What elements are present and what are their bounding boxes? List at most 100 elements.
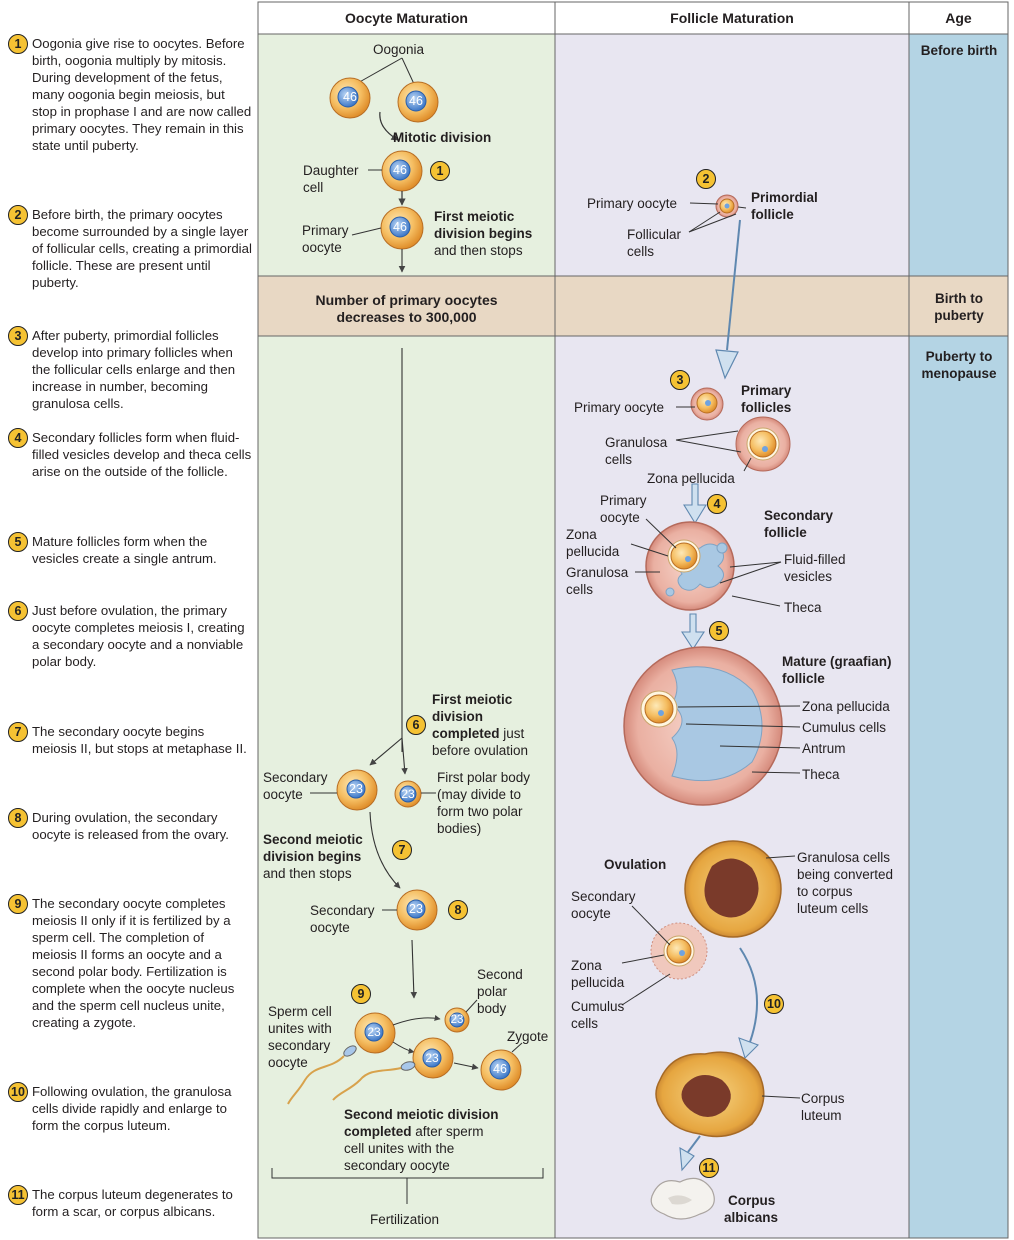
secondary-follicle-label-1: Secondary	[764, 508, 834, 523]
step-1-badge: 1	[8, 34, 28, 54]
step-11-badge: 11	[8, 1185, 28, 1205]
sperm-label-4: oocyte	[268, 1055, 308, 1070]
secondary-granulosa-label-2: cells	[566, 582, 594, 597]
diagram-badge-3: 3	[670, 370, 690, 390]
follicular-cells-label-2: cells	[627, 244, 655, 259]
secondary-oocyte-1-chromosomes: 23	[349, 782, 363, 796]
step-6-text: Just before ovulation, the primary oocyt…	[32, 603, 245, 669]
step-11-text: The corpus luteum degenerates to form a …	[32, 1187, 233, 1219]
secondary-primary-label-1: Primary	[600, 493, 647, 508]
second-polar-body-2: polar	[477, 984, 508, 999]
mature-follicle-label-2: follicle	[782, 671, 825, 686]
secondary-follicle	[645, 521, 735, 611]
first-polar-body	[394, 780, 422, 808]
age-puberty-to-menopause: Puberty to menopause	[921, 349, 997, 381]
diagram-badge-9: 9	[351, 984, 371, 1004]
secondary-zona-label-2: pellucida	[566, 544, 620, 559]
second-polar-body-chromosomes: 23	[450, 1014, 464, 1026]
oocyte-with-sperm-cell	[412, 1037, 454, 1079]
granulosa-cells-label-1: Granulosa	[605, 435, 668, 450]
secondary-oocyte-2-chromosomes: 23	[409, 902, 423, 916]
corpus-luteum-label-2: luteum	[801, 1108, 842, 1123]
step-8-badge: 8	[8, 808, 28, 828]
secondary-granulosa-label-1: Granulosa	[566, 565, 629, 580]
follicle-maturation-header: Follicle Maturation	[670, 10, 794, 26]
first-polar-body-2: (may divide to	[437, 787, 522, 802]
second-meiotic-completed-1: Second meiotic division	[344, 1107, 499, 1122]
ruptured-follicle	[684, 840, 782, 938]
step-9-text: The secondary oocyte completes meiosis I…	[32, 896, 235, 1030]
daughter-cell-chromosomes: 46	[393, 163, 407, 177]
first-meiotic-completed-3: completed just	[432, 725, 524, 742]
diagram-badge-5: 5	[709, 621, 729, 641]
first-meiotic-begins-3: and then stops	[434, 243, 523, 258]
ovulation-zona-label-1: Zona	[571, 958, 602, 973]
first-polar-body-3: form two polar	[437, 804, 523, 819]
sperm-label-2: unites with	[268, 1021, 332, 1036]
sperm-label-3: secondary	[268, 1038, 331, 1053]
corpus-albicans	[650, 1177, 715, 1220]
secondary-follicle-label-2: follicle	[764, 525, 807, 540]
second-meiotic-completed-2: completed after sperm	[344, 1123, 484, 1140]
diagram-badge-1: 1	[430, 161, 450, 181]
age-birth-to-puberty: Birth to puberty	[934, 291, 984, 323]
daughter-cell	[381, 150, 423, 192]
step-9-badge: 9	[8, 894, 28, 914]
ovulation-cumulus-label-2: cells	[571, 1016, 599, 1031]
secondary-zona-label-1: Zona	[566, 527, 597, 542]
follicular-cells-label-1: Follicular	[627, 227, 682, 242]
first-polar-body-1: First polar body	[437, 770, 531, 785]
second-meiotic-completed-after: after sperm	[411, 1124, 484, 1139]
oogonium-cell-right	[397, 81, 439, 123]
second-meiotic-begins-1: Second meiotic	[263, 832, 363, 847]
first-meiotic-completed-just: just	[499, 726, 525, 741]
first-meiotic-begins-2: division begins	[434, 226, 533, 241]
second-polar-body	[444, 1007, 470, 1033]
sperm-cell-1	[287, 1045, 357, 1105]
mature-follicle-label-1: Mature (graafian)	[782, 654, 892, 669]
secondary-oocyte-label-1a: Secondary	[263, 770, 328, 785]
zygote-chromosomes: 46	[493, 1062, 507, 1076]
granulosa-converted-3: to corpus	[797, 884, 853, 899]
oogonia-label: Oogonia	[373, 42, 425, 57]
second-meiotic-begins-2: division begins	[263, 849, 362, 864]
sperm-cell-2	[332, 1061, 416, 1101]
cell-label: cell	[303, 180, 324, 195]
secondary-oocyte-cell-2	[396, 889, 438, 931]
second-meiotic-completed-3: cell unites with the	[344, 1141, 455, 1156]
step-6-badge: 6	[8, 601, 28, 621]
step-10-text: Following ovulation, the granulosa cells…	[32, 1084, 232, 1133]
ovulation-cumulus-label-1: Cumulus	[571, 999, 625, 1014]
primordial-follicle	[715, 194, 739, 218]
secondary-theca-label: Theca	[784, 600, 822, 615]
mature-zona-label: Zona pellucida	[802, 699, 890, 714]
primordial-follicle-label-1: Primordial	[751, 190, 818, 205]
primary-follicles-label-2: follicles	[741, 400, 792, 415]
step-7-badge: 7	[8, 722, 28, 742]
first-polar-body-chromosomes: 23	[401, 787, 415, 801]
step-10-badge: 10	[8, 1082, 28, 1102]
step-2-badge: 2	[8, 205, 28, 225]
diagram-badge-7: 7	[392, 840, 412, 860]
mature-graafian-follicle	[623, 646, 783, 806]
step-7-text: The secondary oocyte begins meiosis II, …	[32, 724, 247, 756]
secondary-oocyte-cell-1	[336, 769, 378, 811]
diagram-badge-2: 2	[696, 169, 716, 189]
corpus-luteum	[655, 1051, 765, 1138]
primary-follicle-small	[690, 387, 724, 421]
mature-antrum-label: Antrum	[802, 741, 846, 756]
second-meiotic-completed-4: secondary oocyte	[344, 1158, 450, 1173]
corpus-albicans-label-2: albicans	[724, 1210, 779, 1225]
zygote-label: Zygote	[507, 1029, 549, 1044]
granulosa-converted-1: Granulosa cells	[797, 850, 891, 865]
ovulation-secondary-label-2: oocyte	[571, 906, 611, 921]
corpus-luteum-label-1: Corpus	[801, 1091, 845, 1106]
